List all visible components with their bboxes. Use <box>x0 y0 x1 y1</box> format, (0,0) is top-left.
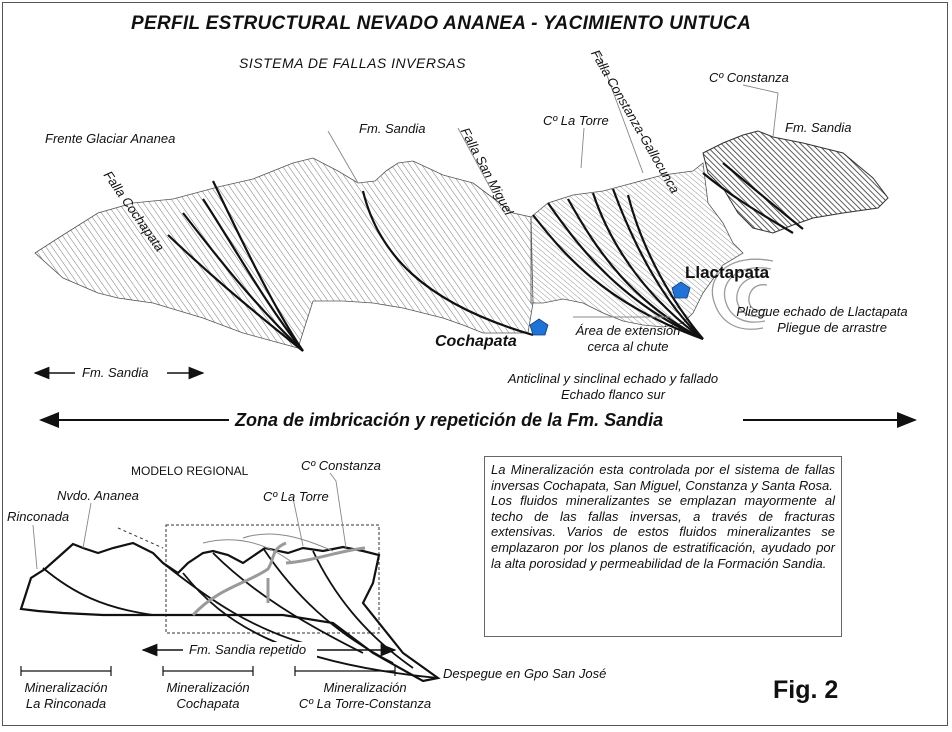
fault-lines <box>167 162 804 352</box>
pentagon-marker-icon <box>529 318 549 336</box>
mineralizacion-la-torre-sub: Cº La Torre-Constanza <box>298 696 432 711</box>
mineralizacion-la-torre-label: Mineralización <box>323 680 407 695</box>
info-paragraph-1: La Mineralización esta controlada por el… <box>491 462 835 493</box>
modelo-regional-label: MODELO REGIONAL <box>131 464 249 478</box>
despegue-label: Despegue en Gpo San José <box>443 666 607 681</box>
llactapata-label: Llactapata <box>685 263 770 282</box>
mineralizacion-rinconada-label: Mineralización <box>24 680 108 695</box>
info-paragraph-2: Los fluidos mineralizantes se emplazan m… <box>491 493 835 571</box>
mineralizacion-cochapata-sub: Cochapata <box>176 696 240 711</box>
regional-model-box <box>165 524 380 634</box>
area-extension-label: Área de extensión <box>575 323 681 338</box>
cross-section-right-block <box>702 130 889 234</box>
area-extension-label-2: cerca al chute <box>587 339 669 354</box>
co-la-torre-label: Cº La Torre <box>543 113 609 128</box>
fm-sandia-right-label: Fm. Sandia <box>785 120 852 135</box>
mineralizacion-cochapata-label: Mineralización <box>166 680 250 695</box>
cross-section-left-block <box>34 157 534 349</box>
nvdo-ananea-label: Nvdo. Ananea <box>57 488 139 503</box>
leader-lines <box>327 50 779 318</box>
figure-label: Fig. 2 <box>773 676 839 704</box>
info-box: La Mineralización esta controlada por el… <box>484 456 842 637</box>
regional-model-drawing <box>19 472 441 683</box>
mineralizacion-rinconada-sub: La Rinconada <box>25 696 107 711</box>
pentagon-marker-icon <box>671 281 691 299</box>
co-constanza-label: Cº Constanza <box>709 70 789 85</box>
cochapata-label: Cochapata <box>435 333 517 350</box>
regional-co-la-torre-label: Cº La Torre <box>263 489 329 504</box>
rinconada-label: Rinconada <box>7 509 70 524</box>
page-title: PERFIL ESTRUCTURAL NEVADO ANANEA - YACIM… <box>131 13 752 34</box>
llactapata-fold <box>711 258 774 330</box>
pliegue-arrastre-label: Pliegue de arrastre <box>777 320 887 335</box>
pliegue-echado-label: Pliegue echado de Llactapata <box>736 304 908 319</box>
sistema-fallas-label: SISTEMA DE FALLAS INVERSAS <box>239 55 466 71</box>
zona-imbricacion-label: Zona de imbricación y repetición de la F… <box>235 410 664 430</box>
frente-glaciar-label: Frente Glaciar Ananea <box>45 131 176 146</box>
fm-sandia-left-label: Fm. Sandia <box>82 365 149 380</box>
anticlinal-label: Anticlinal y sinclinal echado y fallado <box>507 371 719 386</box>
diagram-drawing <box>19 50 917 683</box>
regional-co-constanza-label: Cº Constanza <box>301 458 381 473</box>
fm-sandia-top-label: Fm. Sandia <box>359 121 426 136</box>
fm-sandia-repetido-label: Fm. Sandia repetido <box>189 642 307 657</box>
echado-flanco-label: Echado flanco sur <box>560 387 666 402</box>
